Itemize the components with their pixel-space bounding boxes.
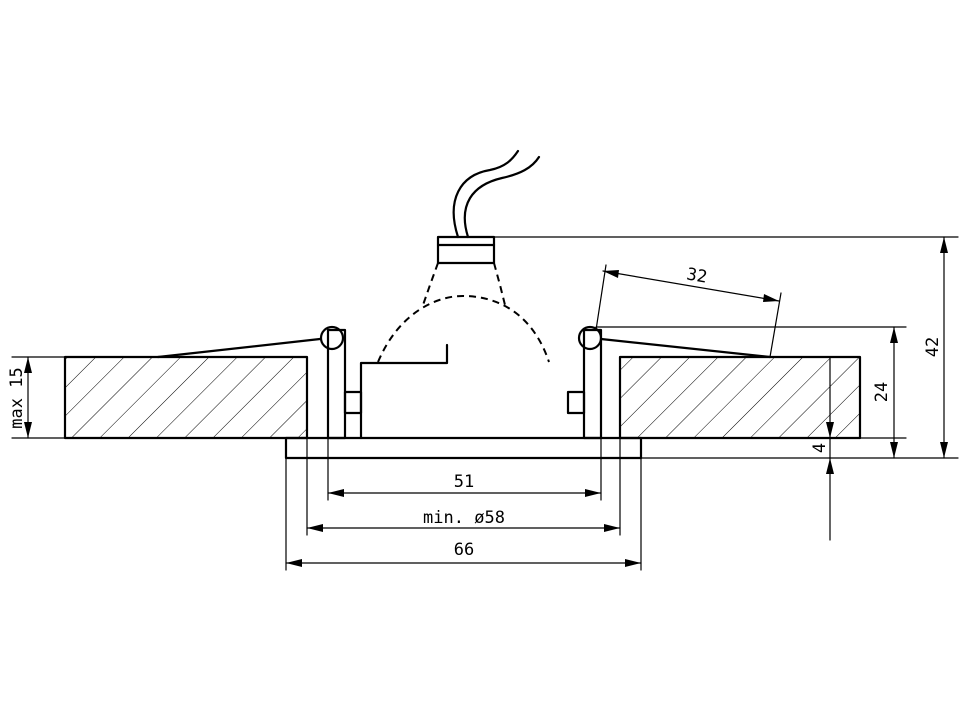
power-cable	[452, 149, 541, 239]
ceiling-panel-right	[618, 355, 862, 440]
extension-lines	[11, 236, 959, 571]
dimension-max-15: max 15	[7, 356, 32, 439]
spring-clip-right	[566, 325, 772, 440]
dimension-32: 32	[602, 264, 780, 302]
lamp-housing	[359, 343, 449, 440]
dim-label-66: 66	[454, 540, 474, 560]
dim-label-32: 32	[685, 264, 709, 287]
lamp-socket	[436, 235, 496, 265]
dimension-24: 24	[872, 326, 898, 459]
spring-clip-left	[156, 325, 363, 440]
dimension-42: 42	[923, 236, 948, 459]
dim-label-24: 24	[872, 382, 892, 402]
bulb-outline	[377, 294, 550, 363]
ceiling-panel-left	[63, 355, 309, 440]
bulb-neck-left	[422, 262, 439, 306]
dim-label-58: min. ø58	[423, 508, 505, 528]
dimension-51: 51	[327, 472, 602, 497]
dim-label-42: 42	[923, 337, 943, 357]
dim-label-max-15: max 15	[7, 367, 27, 428]
dim-label-51: 51	[454, 472, 474, 492]
dimension-66: 66	[285, 540, 642, 567]
trim-flange	[284, 436, 643, 460]
bulb-neck-right	[493, 262, 506, 306]
dimension-58: min. ø58	[306, 508, 621, 532]
dimension-4: 4	[810, 422, 834, 474]
dim-label-4: 4	[810, 443, 830, 453]
